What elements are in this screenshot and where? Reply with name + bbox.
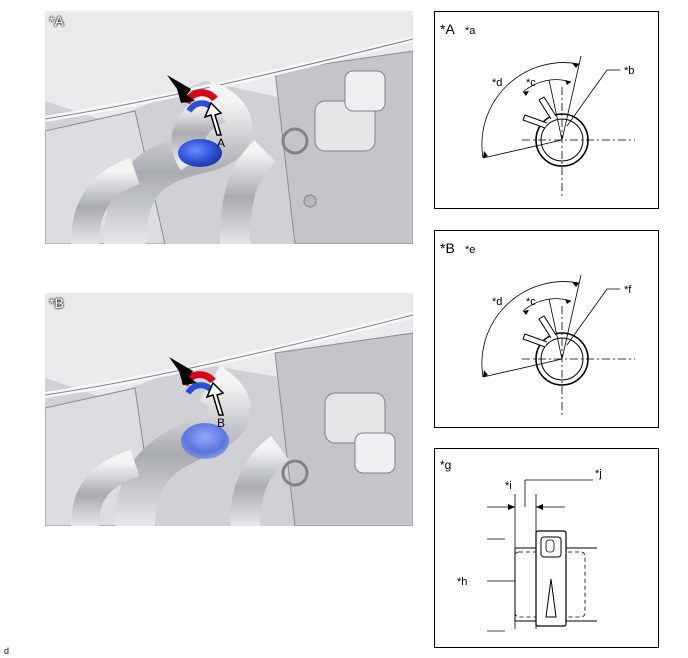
angle-inner-label: *c bbox=[526, 296, 536, 308]
angle-outer-label: *d bbox=[492, 77, 502, 89]
angle-diagram-b: *B *e *d *c *f bbox=[434, 230, 659, 428]
panel-title: *A bbox=[440, 21, 455, 37]
angle-diagram-a: *A *a *d *c *b bbox=[434, 11, 659, 209]
black-arrow-icon bbox=[167, 75, 195, 103]
white-arrow-icon bbox=[205, 381, 225, 416]
clip-width-label: *j bbox=[595, 468, 602, 480]
photo-a: A *A bbox=[45, 11, 413, 244]
detail-title: *g bbox=[440, 458, 451, 472]
document-id: d bbox=[4, 646, 10, 656]
width-label: *i bbox=[505, 480, 512, 492]
pointer-label: *f bbox=[624, 284, 632, 296]
panel-subtitle: *a bbox=[465, 25, 476, 37]
photo-callout: A bbox=[217, 136, 225, 150]
black-arrow-icon bbox=[169, 357, 197, 385]
pointer-label: *b bbox=[624, 65, 634, 77]
panel-subtitle: *e bbox=[465, 244, 475, 256]
hose-label: *h bbox=[457, 576, 467, 588]
photo-label: *B bbox=[49, 295, 64, 311]
photo-label: *A bbox=[49, 13, 64, 29]
photo-callout: B bbox=[217, 416, 225, 430]
clip-detail-diagram: *g *j *i *h bbox=[434, 448, 659, 648]
panel-title: *B bbox=[440, 240, 455, 256]
angle-outer-label: *d bbox=[492, 296, 502, 308]
engine-illustration-a: A bbox=[45, 11, 413, 244]
angle-inner-label: *c bbox=[526, 77, 536, 89]
white-arrow-icon bbox=[203, 101, 223, 136]
engine-illustration-b: B bbox=[45, 293, 413, 526]
photo-b: B *B bbox=[45, 293, 413, 526]
